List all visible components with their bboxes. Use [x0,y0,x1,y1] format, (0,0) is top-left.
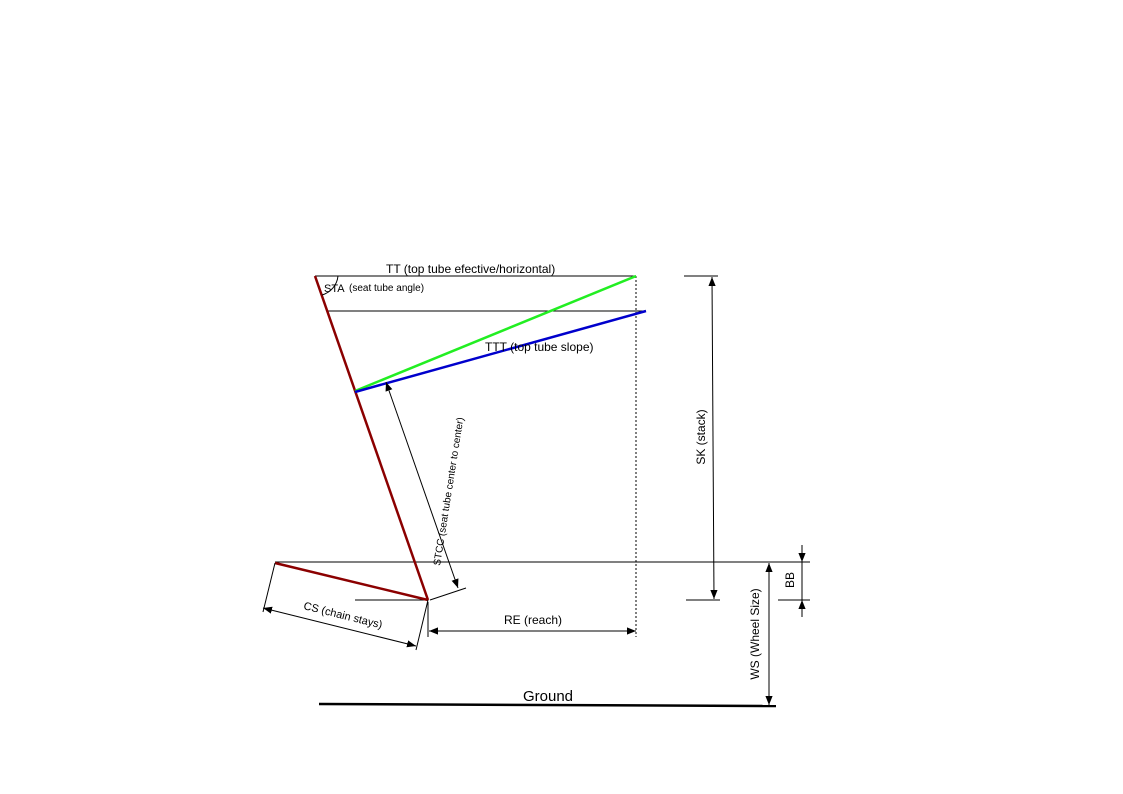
chain-stay [274,561,429,602]
bb-label: BB [783,572,797,588]
cs-extension-right [415,599,429,651]
stcc-label: STCC (seat tube center to center) [432,417,466,567]
cs-extension-left [262,562,276,613]
tt-label: TT (top tube efective/horizontal) [386,262,555,276]
stcc-dimension [385,381,459,589]
ground-label: Ground [523,688,573,705]
cs-dimension [262,606,417,648]
ground-line [318,702,777,708]
ttt-label: TTT (top tube slope) [485,340,594,354]
top-tube-slope-blue [354,309,647,394]
sk-label: SK (stack) [694,409,708,464]
cs-label: CS (chain stays) [302,600,383,631]
sta-angle-arc [321,275,339,296]
ws-label: WS (Wheel Size) [748,588,762,679]
sk-dimension [708,276,718,600]
seat-tube [313,275,430,601]
sta-abbr-label: STA [324,283,345,295]
sta-desc-label: (seat tube angle) [349,283,424,294]
stcc-bottom-extension [429,587,467,601]
top-tube-slope-green [354,274,637,393]
re-label: RE (reach) [504,613,562,627]
